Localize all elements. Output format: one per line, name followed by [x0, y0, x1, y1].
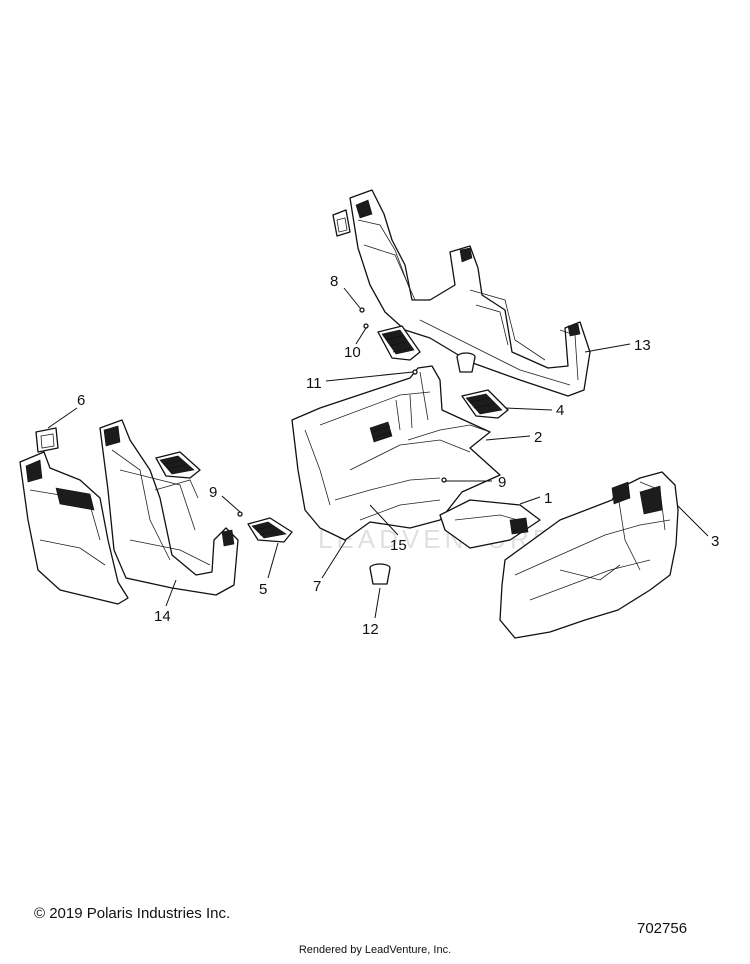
callout-9-right: 9 — [498, 474, 506, 491]
callout-12: 12 — [362, 621, 379, 638]
rendered-by-credit: Rendered by LeadVenture, Inc. — [298, 944, 452, 956]
part-7-center-floor — [291, 365, 501, 541]
callout-15: 15 — [390, 537, 407, 554]
part-5-step — [247, 517, 293, 543]
callout-3: 3 — [711, 533, 719, 550]
part-12-cup — [369, 563, 391, 585]
callout-2: 2 — [534, 429, 542, 446]
part-14-left-panel — [19, 419, 239, 605]
callout-5: 5 — [259, 581, 267, 598]
callout-11: 11 — [306, 375, 322, 392]
fastener-10 — [363, 323, 369, 329]
fastener-9-left — [237, 511, 243, 517]
callout-9-left: 9 — [209, 484, 217, 501]
callout-6: 6 — [77, 392, 85, 409]
callout-14: 14 — [154, 608, 171, 625]
callout-13: 13 — [634, 337, 651, 354]
copyright-notice: © 2019 Polaris Industries Inc. — [34, 905, 231, 922]
part-13-rear-panel — [349, 189, 591, 397]
fastener-8 — [359, 307, 365, 313]
part-14-step — [155, 451, 201, 479]
part-3-right-panel — [499, 471, 679, 639]
part-6-bracket — [35, 427, 59, 453]
callout-8: 8 — [330, 273, 338, 290]
part-12-cup-upper — [456, 352, 476, 373]
part-4-step — [461, 389, 509, 419]
callout-4: 4 — [556, 402, 564, 419]
fastener-11 — [412, 369, 418, 375]
fastener-9-right — [441, 477, 447, 483]
leader-lines — [47, 287, 709, 619]
callout-1: 1 — [544, 490, 552, 507]
drawing-number: 702756 — [637, 920, 688, 937]
callout-7: 7 — [313, 578, 321, 595]
part-1-cover — [439, 499, 541, 549]
callout-10: 10 — [344, 344, 361, 361]
part-13-bracket — [332, 209, 351, 237]
part-4-step-upper — [377, 325, 421, 361]
